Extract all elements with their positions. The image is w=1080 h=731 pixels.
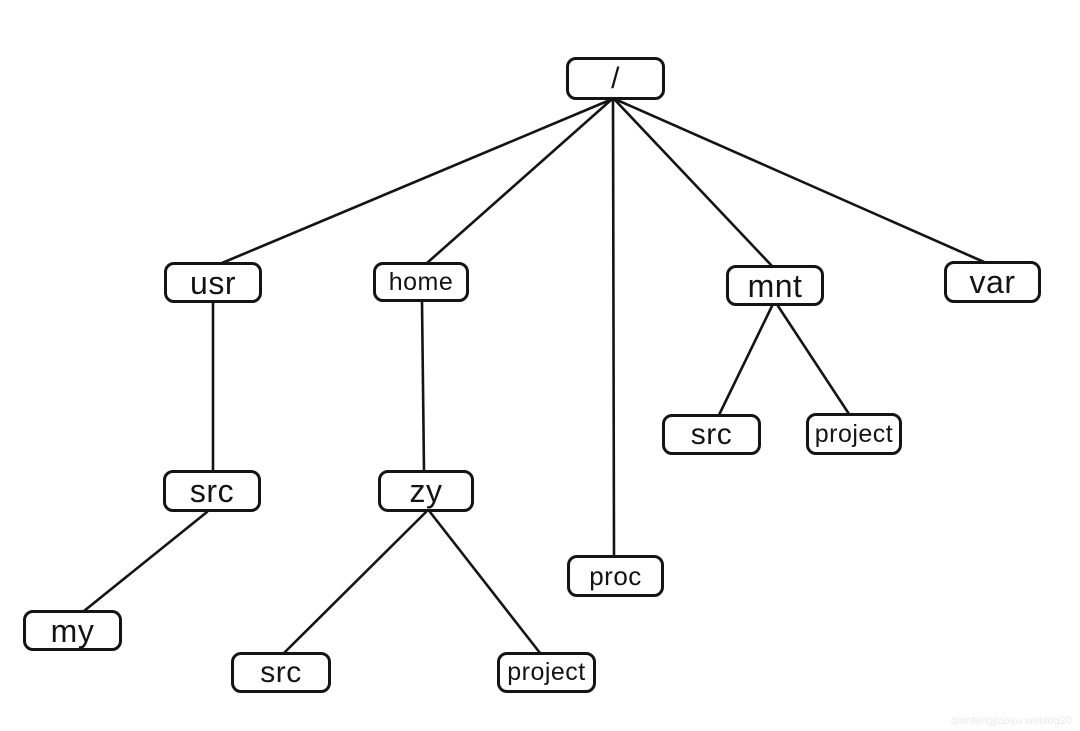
tree-node-zy-project: project xyxy=(497,652,596,693)
edge-root-to-home xyxy=(425,98,613,265)
tree-node-root: / xyxy=(566,57,665,100)
tree-node-label: src xyxy=(690,417,733,451)
tree-node-label: mnt xyxy=(747,267,803,304)
tree-node-label: var xyxy=(969,264,1016,300)
tree-node-label: project xyxy=(814,419,894,448)
tree-node-proc: proc xyxy=(567,555,664,597)
edge-home-to-zy xyxy=(420,300,426,473)
tree-node-label: / xyxy=(611,61,620,95)
edge-zy-to-zy-src xyxy=(282,510,428,655)
tree-node-label: src xyxy=(189,473,235,509)
tree-node-my: my xyxy=(23,610,122,651)
edge-mnt-to-mnt-src xyxy=(717,304,774,417)
tree-node-label: my xyxy=(50,612,95,649)
tree-node-label: src xyxy=(260,655,302,689)
tree-node-mnt-src: src xyxy=(662,414,761,455)
edge-usr-src-to-my xyxy=(82,510,209,613)
edge-root-to-mnt xyxy=(613,98,774,268)
tree-node-label: project xyxy=(507,658,586,686)
tree-node-label: zy xyxy=(409,473,443,509)
edge-mnt-to-mnt-project xyxy=(776,304,851,416)
watermark-text: qianfengjiaoyu weblog20 xyxy=(950,715,1072,727)
edge-zy-to-zy-project xyxy=(428,510,542,655)
tree-node-usr-src: src xyxy=(163,470,261,512)
tree-node-label: proc xyxy=(589,561,642,591)
tree-node-label: home xyxy=(388,267,454,296)
tree-node-mnt-project: project xyxy=(806,413,902,455)
tree-node-zy: zy xyxy=(378,470,474,512)
edge-root-to-var xyxy=(615,98,986,264)
tree-node-home: home xyxy=(373,262,469,302)
tree-node-label: usr xyxy=(190,264,236,301)
tree-node-var: var xyxy=(944,261,1041,303)
edge-root-to-usr xyxy=(220,98,612,265)
tree-node-usr: usr xyxy=(164,262,262,303)
edge-root-to-proc xyxy=(611,98,616,558)
tree-node-mnt: mnt xyxy=(726,265,824,306)
tree-node-zy-src: src xyxy=(231,652,331,693)
